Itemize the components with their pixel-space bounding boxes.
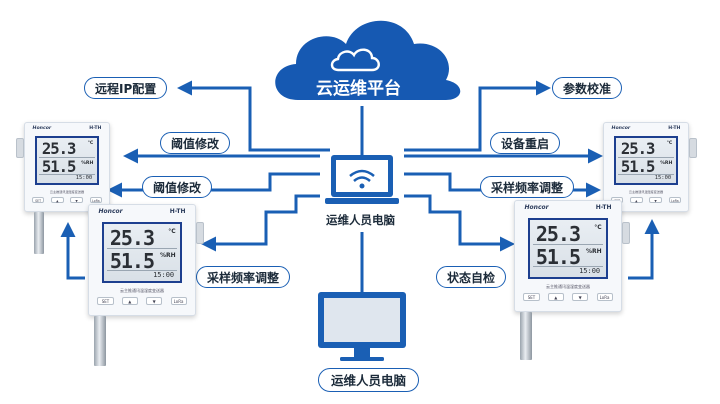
temperature-unit: °C <box>594 223 602 231</box>
temperature-value: 25.3 <box>109 225 155 250</box>
label-sampling-left: 采样频率调整 <box>196 266 291 288</box>
down-button[interactable]: ▼ <box>70 196 83 204</box>
sensor-device-top-right: Honcor H-TH 25.3 °C 51.5 %RH 15:00 云主推通讯… <box>603 122 689 212</box>
device-brand: Honcor <box>98 208 123 216</box>
label-selfcheck: 状态自检 <box>436 266 507 288</box>
down-button[interactable]: ▼ <box>649 196 662 204</box>
set-button[interactable]: SET <box>523 293 540 302</box>
sensor-device-left: Honcor H-TH 25.3 °C 51.5 %RH 15:00 云主推通讯… <box>88 204 196 316</box>
cloud-title: 云运维平台 <box>316 79 401 99</box>
mode-button[interactable]: LoRa <box>89 196 103 204</box>
line-sampling-left <box>201 194 320 252</box>
label-params: 参数校准 <box>552 77 623 99</box>
screen-divider <box>532 265 604 267</box>
center-computer-icon <box>325 155 399 204</box>
side-port <box>622 222 630 244</box>
device-brand: Honcor <box>611 125 631 131</box>
time-display: 15:00 <box>153 270 175 279</box>
device-lcd-screen: 25.3 °C 51.5 %RH 15:00 <box>35 136 99 186</box>
up-button[interactable]: ▲ <box>630 196 643 204</box>
down-button[interactable]: ▼ <box>572 293 589 302</box>
humidity-value: 51.5 <box>535 244 581 269</box>
mode-button[interactable]: LoRa <box>596 293 613 302</box>
device-brand: Honcor <box>524 204 549 212</box>
device-model: H-TH <box>169 208 186 216</box>
device-header: Honcor H-TH <box>604 123 688 134</box>
device-footer-text: 云主推通讯温湿度变送器 <box>546 283 590 289</box>
screen-divider <box>618 174 674 176</box>
screen-divider <box>532 243 604 245</box>
device-model: H-TH <box>668 125 681 131</box>
temperature-value: 25.3 <box>535 221 581 246</box>
temperature-unit: °C <box>168 227 176 235</box>
temperature-unit: °C <box>666 141 673 147</box>
screen-divider <box>39 174 95 176</box>
side-port <box>196 222 204 244</box>
device-footer-text: 云主推通讯温湿度变送器 <box>49 190 85 194</box>
sensor-device-top-left: Honcor H-TH 25.3 °C 51.5 %RH 15:00 云主推通讯… <box>24 122 110 212</box>
screen-divider <box>618 157 674 159</box>
line-left-devices <box>60 222 85 280</box>
cloud-shape <box>275 20 461 100</box>
bottom-computer-label: 运维人员电脑 <box>318 368 420 392</box>
device-buttons: SET ▲ ▼ LoRa <box>523 293 613 302</box>
side-port <box>689 138 697 158</box>
bottom-monitor-icon <box>318 292 406 361</box>
time-display: 15:00 <box>75 175 93 182</box>
device-header: Honcor H-TH <box>89 205 195 218</box>
time-display: 15:00 <box>579 266 601 275</box>
line-selfcheck <box>404 194 515 252</box>
line-remote-ip <box>177 80 330 152</box>
label-threshold-1: 阈值修改 <box>160 132 231 154</box>
temperature-unit: °C <box>87 141 94 147</box>
humidity-unit: %RH <box>81 160 94 166</box>
humidity-unit: %RH <box>586 248 602 256</box>
device-lcd-screen: 25.3 °C 51.5 %RH 15:00 <box>527 217 609 280</box>
mode-button[interactable]: LoRa <box>668 196 682 204</box>
device-header: Honcor H-TH <box>515 201 621 214</box>
device-buttons: SET ▲ ▼ LoRa <box>97 297 187 306</box>
humidity-value: 51.5 <box>620 158 656 177</box>
sensor-probe <box>94 316 106 366</box>
sensor-probe <box>520 312 532 360</box>
side-port <box>16 138 24 158</box>
label-remote-ip: 远程IP配置 <box>84 77 168 99</box>
line-params <box>404 80 551 152</box>
line-right-devices <box>628 219 660 280</box>
up-button[interactable]: ▲ <box>121 297 138 306</box>
center-computer-label: 运维人员电脑 <box>326 213 395 227</box>
humidity-unit: %RH <box>660 160 673 166</box>
set-button[interactable]: SET <box>31 196 45 204</box>
sensor-device-right: Honcor H-TH 25.3 °C 51.5 %RH 15:00 云主推通讯… <box>514 200 622 312</box>
up-button[interactable]: ▲ <box>51 196 64 204</box>
humidity-value: 51.5 <box>41 158 77 177</box>
label-reboot: 设备重启 <box>490 132 561 154</box>
up-button[interactable]: ▲ <box>547 293 564 302</box>
screen-divider <box>106 247 178 249</box>
device-model: H-TH <box>595 204 612 212</box>
humidity-unit: %RH <box>160 252 176 260</box>
time-display: 15:00 <box>654 175 672 182</box>
device-brand: Honcor <box>32 125 52 131</box>
set-button[interactable]: SET <box>97 297 114 306</box>
device-footer-text: 云主推通讯温湿度变送器 <box>120 287 164 293</box>
device-buttons: SET ▲ ▼ LoRa <box>31 196 103 204</box>
label-sampling-right: 采样频率调整 <box>480 176 575 198</box>
screen-divider <box>106 269 178 271</box>
temperature-value: 25.3 <box>41 139 77 158</box>
humidity-value: 51.5 <box>109 248 155 273</box>
device-lcd-screen: 25.3 °C 51.5 %RH 15:00 <box>614 136 678 186</box>
device-lcd-screen: 25.3 °C 51.5 %RH 15:00 <box>101 221 183 284</box>
label-threshold-2: 阈值修改 <box>142 176 213 198</box>
device-model: H-TH <box>89 125 102 131</box>
screen-divider <box>39 157 95 159</box>
mode-button[interactable]: LoRa <box>170 297 187 306</box>
device-header: Honcor H-TH <box>25 123 109 134</box>
device-footer-text: 云主推通讯温湿度变送器 <box>628 190 664 194</box>
temperature-value: 25.3 <box>620 139 656 158</box>
down-button[interactable]: ▼ <box>146 297 163 306</box>
sensor-probe <box>34 212 44 254</box>
